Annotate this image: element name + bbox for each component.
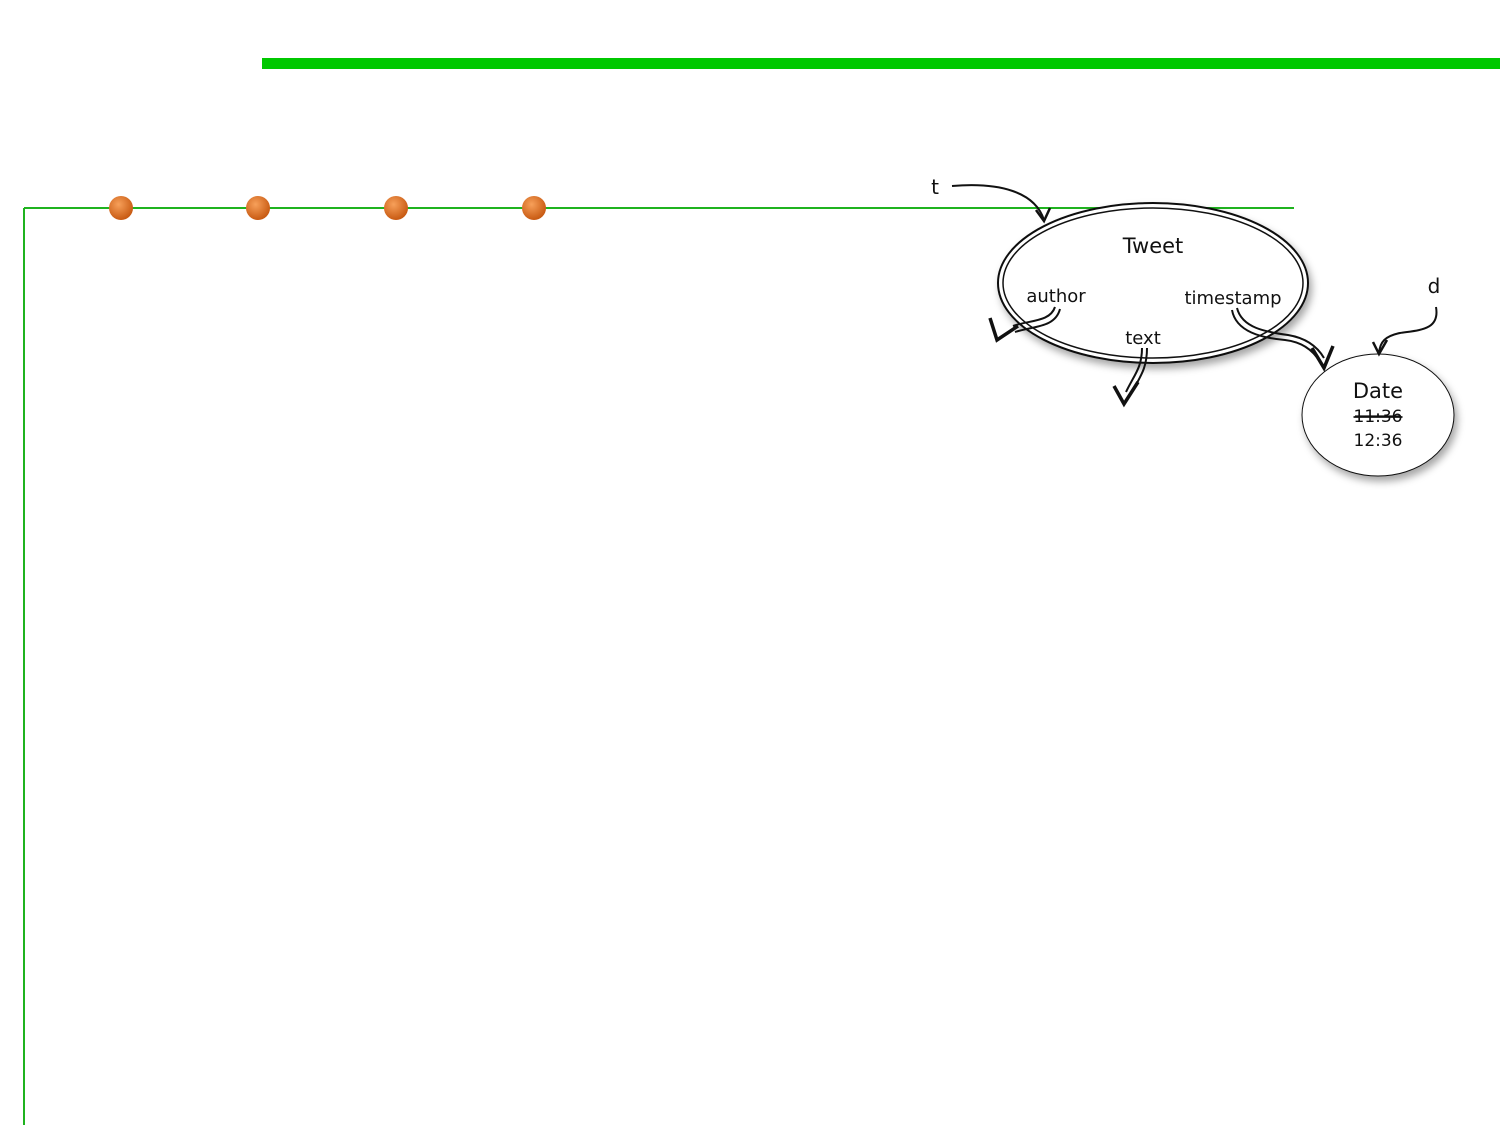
field-arrow-author (988, 306, 1061, 343)
field-arrow-timestamp (1231, 307, 1335, 372)
bullet-dot (384, 196, 408, 220)
date-old-value: 11:36 (1354, 407, 1403, 427)
tweet-ellipse-inner (1002, 207, 1304, 359)
bullet-dot (522, 196, 546, 220)
date-new-value: 12:36 (1354, 431, 1403, 451)
tweet-object: Tweet author timestamp text (997, 202, 1309, 364)
header-accent-bar (262, 58, 1500, 69)
date-object: Date 11:36 12:36 (1301, 353, 1455, 477)
date-title: Date (1353, 379, 1403, 403)
tweet-field-text: text (1125, 328, 1161, 349)
field-arrow-text (1112, 347, 1148, 408)
variable-d-label: d (1428, 274, 1441, 298)
tweet-ellipse-outer (997, 202, 1309, 364)
variable-t-label: t (931, 175, 939, 199)
bullet-dot (246, 196, 270, 220)
reference-arrow-t (951, 184, 1052, 224)
reference-arrow-d (1371, 306, 1438, 357)
tweet-field-author: author (1026, 286, 1086, 307)
bullet-dot (109, 196, 133, 220)
tweet-title: Tweet (1122, 234, 1184, 258)
tweet-field-timestamp: timestamp (1184, 288, 1281, 309)
bullet-dots (109, 196, 546, 220)
